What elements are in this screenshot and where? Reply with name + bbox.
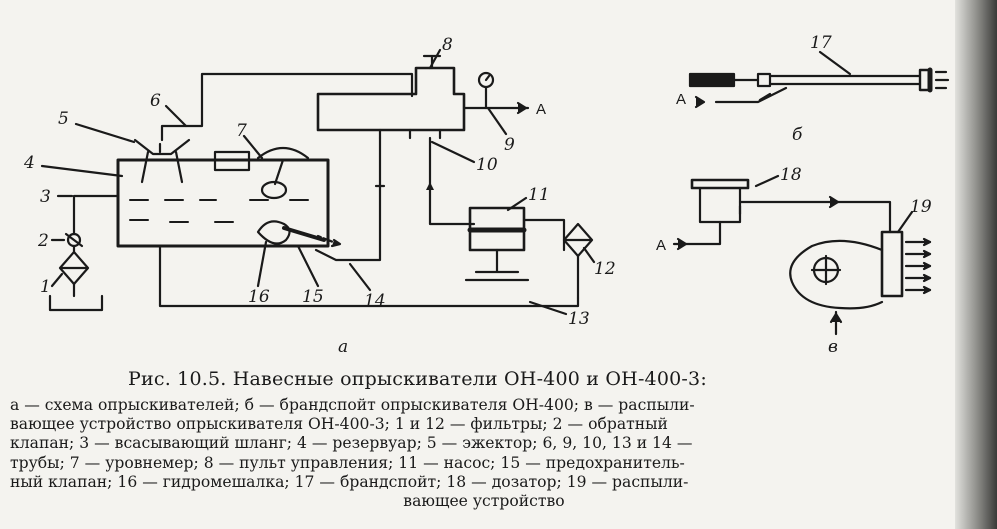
sublabel-a: а bbox=[338, 337, 348, 357]
figure-caption-title: Рис. 10.5. Навесные опрыскиватели ОН-400… bbox=[128, 368, 707, 390]
tank-4 bbox=[116, 158, 330, 248]
filter-1 bbox=[48, 244, 104, 312]
sublabel-b: б bbox=[792, 125, 803, 145]
hydromixer-16 bbox=[256, 220, 342, 248]
label-A-doser: A bbox=[656, 237, 666, 254]
label-6: 6 bbox=[150, 91, 161, 111]
label-8: 8 bbox=[442, 35, 453, 55]
label-1: 1 bbox=[40, 277, 51, 297]
control-panel-8 bbox=[316, 54, 466, 140]
label-2: 2 bbox=[37, 231, 49, 251]
spray-gun-17 bbox=[688, 50, 950, 109]
scan-edge-shadow bbox=[955, 0, 997, 529]
label-4: 4 bbox=[23, 153, 35, 173]
label-14: 14 bbox=[364, 291, 386, 311]
pipe-14 bbox=[314, 136, 382, 262]
label-15: 15 bbox=[302, 287, 324, 307]
label-7: 7 bbox=[236, 121, 247, 141]
label-11: 11 bbox=[528, 185, 550, 205]
suction-hose-3 bbox=[72, 194, 120, 236]
spray-device-19 bbox=[880, 210, 932, 298]
label-5: 5 bbox=[58, 109, 69, 129]
fan-housing bbox=[789, 239, 884, 336]
label-17: 17 bbox=[810, 33, 832, 53]
label-10: 10 bbox=[476, 155, 498, 175]
label-12: 12 bbox=[594, 259, 616, 279]
caption-line: вающее устройство опрыскивателя ОН-400-3… bbox=[10, 415, 668, 434]
caption-line: ный клапан; 16 — гидромешалка; 17 — бран… bbox=[10, 472, 689, 491]
label-19: 19 bbox=[910, 197, 932, 217]
label-18: 18 bbox=[780, 165, 802, 185]
label-A-gun: A bbox=[676, 91, 686, 108]
pipe-6 bbox=[160, 72, 414, 142]
sprayer-diagram: 1 2 3 4 5 6 7 8 9 10 11 12 13 14 15 16 1… bbox=[23, 33, 950, 357]
filter-12 bbox=[562, 222, 594, 300]
label-16: 16 bbox=[248, 287, 270, 307]
caption-line: вающее устройство bbox=[403, 492, 565, 511]
caption-line: клапан; 3 — всасывающий шланг; 4 — резер… bbox=[10, 434, 693, 453]
caption-line: трубы; 7 — уровнемер; 8 — пульт управлен… bbox=[10, 453, 685, 472]
filler-cap bbox=[213, 150, 251, 172]
caption-line: а — схема опрыскивателей; б — брандспойт… bbox=[10, 396, 695, 414]
sublabel-v: в bbox=[828, 337, 838, 357]
pump-11 bbox=[464, 206, 566, 282]
label-9: 9 bbox=[504, 135, 515, 155]
label-A-pipe9: A bbox=[536, 101, 546, 118]
pipe-10 bbox=[428, 136, 476, 226]
pipe-9 bbox=[462, 71, 530, 115]
label-13: 13 bbox=[568, 309, 590, 329]
callout-labels: 1 2 3 4 5 6 7 8 9 10 11 12 13 14 15 16 1… bbox=[23, 33, 932, 357]
label-3: 3 bbox=[40, 187, 51, 207]
level-gauge-7 bbox=[256, 146, 310, 200]
doser-18 bbox=[672, 174, 892, 251]
figure-caption-body: а — схема опрыскивателей; б — брандспойт… bbox=[10, 396, 958, 511]
check-valve-2 bbox=[64, 232, 84, 248]
pipe-13 bbox=[158, 244, 580, 308]
ejector-5 bbox=[133, 138, 191, 184]
